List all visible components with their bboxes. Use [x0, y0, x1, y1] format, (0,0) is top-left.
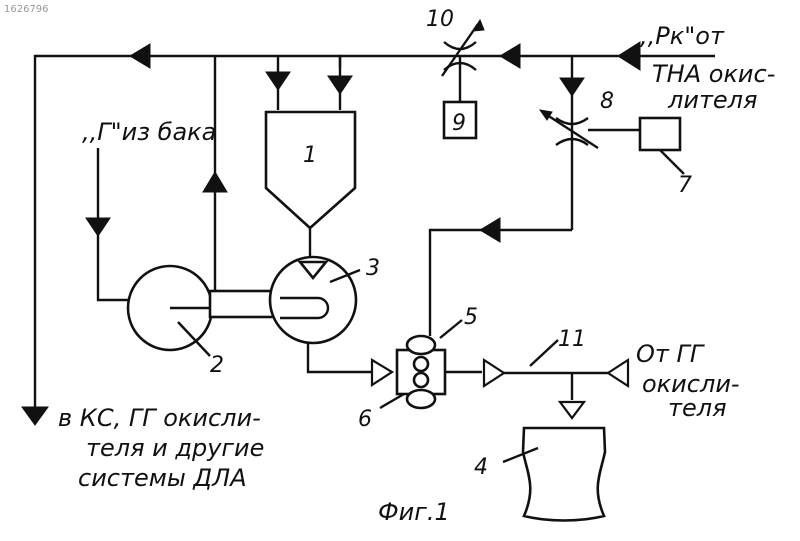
label-pk-line1: ,,Pк"от — [640, 22, 725, 50]
watermark-number: 1626796 — [4, 4, 49, 15]
label-4: 4 — [474, 455, 488, 480]
arrow-down-2 — [328, 76, 352, 94]
element-7-regulator — [588, 118, 680, 150]
label-1: 1 — [303, 143, 317, 168]
label-2: 2 — [210, 353, 224, 378]
arrow-left-line-bottom — [22, 407, 48, 425]
label-7: 7 — [678, 173, 692, 198]
label-3: 3 — [366, 256, 380, 281]
label-6: 6 — [358, 407, 372, 432]
arrow-up-return — [203, 172, 227, 192]
label-11: 11 — [558, 327, 586, 352]
leader-7 — [660, 150, 684, 174]
label-pk-line3: лителя — [667, 86, 757, 114]
label-fuel-from-tank: ,,Г"из бака — [82, 118, 216, 146]
label-9: 9 — [452, 111, 466, 136]
arrow-down-1 — [266, 72, 290, 90]
arrow-top-left — [130, 44, 150, 68]
element-3-turbine — [270, 257, 380, 372]
arrow-top-right — [618, 42, 640, 70]
label-to-chambers-line1: в КС, ГГ окисли- — [58, 404, 261, 432]
label-to-chambers-line2: теля и другие — [86, 434, 264, 462]
arrow-feedback — [480, 218, 500, 242]
leader-6 — [380, 394, 404, 408]
leader-11 — [530, 340, 558, 366]
label-10: 10 — [426, 7, 454, 32]
label-from-gg-line3: теля — [668, 394, 727, 422]
leader-5 — [440, 320, 462, 338]
label-5: 5 — [464, 305, 478, 330]
label-from-gg-line1: От ГГ — [636, 340, 705, 368]
arrow-down-8 — [560, 78, 584, 96]
label-pk-line2: ТНА окис- — [652, 60, 775, 88]
figure-caption: Фиг.1 — [378, 498, 450, 526]
output-line — [484, 360, 628, 418]
label-8: 8 — [600, 89, 614, 114]
label-to-chambers-line3: системы ДЛА — [78, 464, 247, 492]
element-1-hopper — [266, 112, 355, 258]
arrow-top-mid — [500, 44, 520, 68]
element-4-nozzle — [523, 428, 605, 521]
